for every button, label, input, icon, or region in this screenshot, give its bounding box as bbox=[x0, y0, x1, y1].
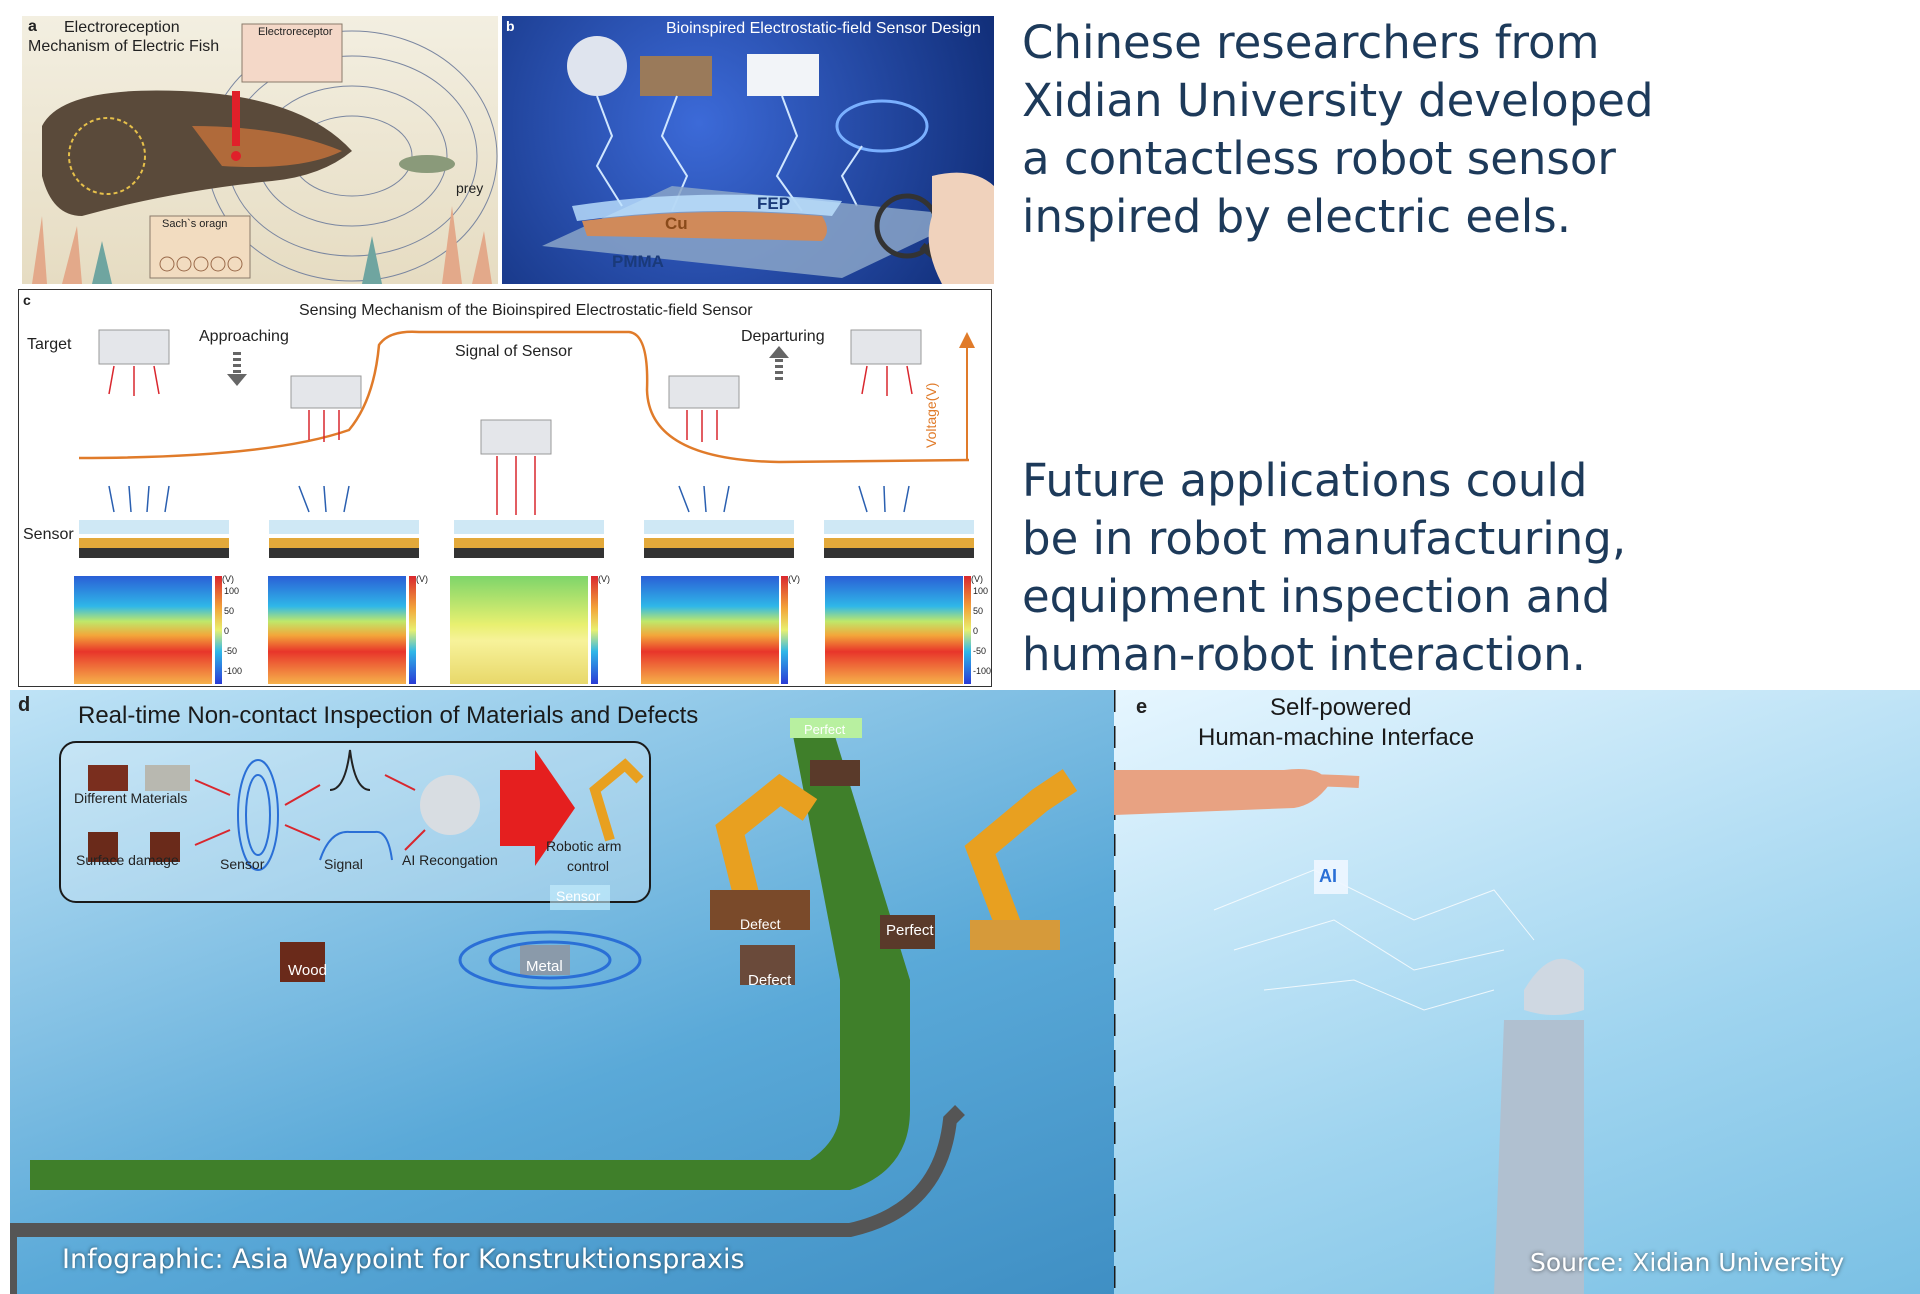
panel-e-title-line2: Human-machine Interface bbox=[1198, 724, 1475, 751]
signal-of-sensor-label: Signal of Sensor bbox=[455, 343, 573, 360]
voltage-axis-label: Voltage(V) bbox=[923, 382, 939, 448]
sensing-mechanism-illustration bbox=[74, 329, 975, 684]
colorbar-tick: 100 bbox=[224, 586, 240, 596]
sensor-scan-label: Sensor bbox=[556, 888, 601, 904]
panel-a-letter: a bbox=[28, 18, 37, 35]
perfect-label-2: Perfect bbox=[886, 922, 934, 939]
flow-signal-label: Signal bbox=[324, 856, 363, 872]
colorbar-tick: 50 bbox=[224, 606, 235, 616]
sachs-organ-label: Sach`s oragn bbox=[162, 218, 228, 230]
headline-bottom: Future applications could be in robot ma… bbox=[1022, 452, 1626, 684]
perfect-top-label: Perfect bbox=[804, 722, 846, 737]
cu-label: Cu bbox=[665, 214, 688, 233]
headline-bottom-line-2: be in robot manufacturing, bbox=[1022, 512, 1627, 565]
panel-d-title: Real-time Non-contact Inspection of Mate… bbox=[78, 702, 699, 729]
defect-label-2: Defect bbox=[748, 972, 792, 989]
panel-b-letter: b bbox=[506, 18, 515, 34]
colorbar-unit-3: (V) bbox=[598, 574, 610, 584]
colorbar-tick: 100 bbox=[973, 586, 989, 596]
panel-a-electric-fish: a Electroreception Mechanism of Electric… bbox=[22, 16, 498, 284]
colorbar-tick: 0 bbox=[224, 626, 230, 636]
hmi-illustration bbox=[1114, 690, 1584, 1294]
colorbar-unit-4: (V) bbox=[788, 574, 800, 584]
colorbar-unit-2: (V) bbox=[416, 574, 428, 584]
electroreceptor-label: Electroreceptor bbox=[258, 26, 333, 38]
target-label: Target bbox=[27, 336, 72, 353]
colorbar-tick: -100 bbox=[973, 666, 992, 676]
panel-c-letter: c bbox=[23, 292, 31, 308]
ai-badge: AI bbox=[1319, 866, 1337, 886]
fep-label: FEP bbox=[757, 194, 791, 213]
headline-bottom-line-1: Future applications could bbox=[1022, 454, 1588, 507]
colorbar-tick: 50 bbox=[973, 606, 984, 616]
ai-recognition-label: AI Recongation bbox=[402, 852, 498, 868]
defect-label-1: Defect bbox=[740, 916, 781, 932]
prey-label: prey bbox=[456, 180, 484, 196]
departuring-label: Departuring bbox=[741, 328, 825, 345]
metal-label: Metal bbox=[526, 958, 563, 975]
headline-top-line-3: a contactless robot sensor bbox=[1022, 132, 1616, 185]
panel-e-letter: e bbox=[1136, 696, 1148, 718]
headline-top-line-2: Xidian University developed bbox=[1022, 74, 1654, 127]
inspection-illustration bbox=[10, 718, 1078, 1294]
headline-top-line-1: Chinese researchers from bbox=[1022, 16, 1600, 69]
panel-a-title-line2: Mechanism of Electric Fish bbox=[28, 38, 220, 55]
colorbar-unit-5: (V) bbox=[971, 574, 983, 584]
sensor-label: Sensor bbox=[23, 526, 74, 543]
infographic-credit: Infographic: Asia Waypoint for Konstrukt… bbox=[62, 1244, 745, 1275]
panel-e-hmi: e Self-powered Human-machine Interface A… bbox=[1114, 690, 1920, 1294]
panel-e-title-line1: Self-powered bbox=[1270, 694, 1412, 721]
panel-c-title: Sensing Mechanism of the Bioinspired Ele… bbox=[299, 302, 753, 319]
panel-d-inspection: d Real-time Non-contact Inspection of Ma… bbox=[10, 690, 1114, 1294]
electric-fish-illustration bbox=[32, 23, 498, 284]
colorbar-tick: -50 bbox=[973, 646, 987, 656]
flow-sensor-label: Sensor bbox=[220, 856, 265, 872]
panel-a-title-line1: Electroreception bbox=[64, 19, 180, 36]
headline-bottom-line-4: human-robot interaction. bbox=[1022, 628, 1586, 681]
colorbar-unit-1: (V) bbox=[222, 574, 234, 584]
sensor-design-illustration bbox=[542, 36, 994, 284]
colorbar-tick: 0 bbox=[973, 626, 979, 636]
panel-c-sensing-mechanism: c Sensing Mechanism of the Bioinspired E… bbox=[18, 289, 992, 687]
panel-d-letter: d bbox=[18, 694, 31, 716]
pmma-label: PMMA bbox=[612, 252, 664, 271]
colorbar-tick: -100 bbox=[224, 666, 243, 676]
headline-bottom-line-3: equipment inspection and bbox=[1022, 570, 1611, 623]
source-credit: Source: Xidian University bbox=[1530, 1248, 1845, 1277]
panel-b-title: Bioinspired Electrostatic-field Sensor D… bbox=[666, 20, 981, 37]
surface-damage-label: Surface damage bbox=[76, 852, 179, 868]
panel-b-sensor-design: b Bioinspired Electrostatic-field Sensor… bbox=[502, 16, 994, 284]
robotic-arm-label-line2: control bbox=[567, 858, 610, 874]
different-materials-label: Different Materials bbox=[74, 790, 188, 806]
wood-label: Wood bbox=[288, 962, 327, 979]
robotic-arm-label-line1: Robotic arm bbox=[546, 838, 622, 854]
headline-top: Chinese researchers from Xidian Universi… bbox=[1022, 14, 1654, 246]
colorbar-tick: -50 bbox=[224, 646, 238, 656]
headline-top-line-4: inspired by electric eels. bbox=[1022, 190, 1572, 243]
approaching-label: Approaching bbox=[199, 328, 289, 345]
